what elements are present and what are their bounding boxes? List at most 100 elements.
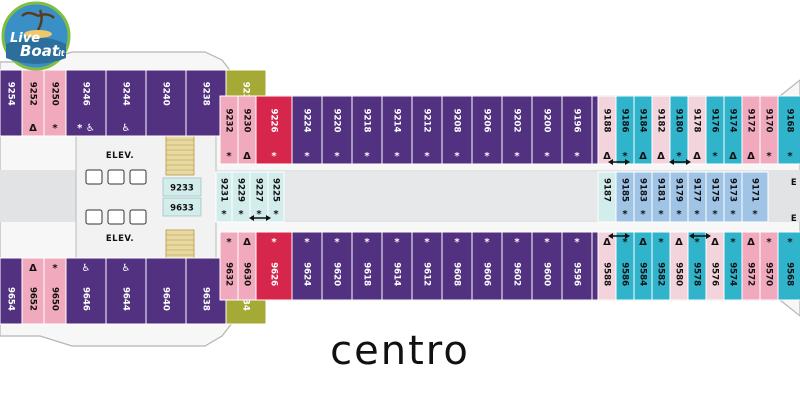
cabin-9618[interactable]: 9618* — [351, 231, 383, 301]
cabin-9208[interactable]: 9208* — [441, 95, 473, 165]
cabin-9231[interactable]: 9231* — [215, 171, 233, 223]
logo-line1: Live — [10, 31, 40, 46]
cabin-9646[interactable]: 9646♿ — [65, 257, 107, 325]
center-cabin-9233[interactable]: 9233 — [162, 177, 202, 197]
cabin-9614[interactable]: 9614* — [381, 231, 413, 301]
cabin-symbol: * — [752, 209, 758, 220]
cabin-9177[interactable]: 9177* — [687, 171, 707, 223]
cabin-symbol: * — [622, 209, 628, 220]
cabin-number: 9608 — [452, 262, 462, 286]
center-cabin-9633[interactable]: 9633 — [162, 197, 202, 217]
cabin-block — [321, 231, 353, 301]
cabin-number: 9640 — [161, 287, 171, 311]
cabin-9212[interactable]: 9212* — [411, 95, 443, 165]
cabin-9224[interactable]: 9224* — [291, 95, 323, 165]
cabin-number: 9250 — [50, 82, 60, 106]
cabin-9654[interactable]: 9654 — [0, 257, 23, 325]
cabin-9578[interactable]: 9578* — [687, 231, 707, 301]
cabin-number: 9576 — [710, 262, 720, 286]
cabin-9170[interactable]: 9170* — [759, 95, 779, 165]
cabin-9582[interactable]: 9582* — [651, 231, 671, 301]
cabin-9602[interactable]: 9602* — [501, 231, 533, 301]
cabin-9226[interactable]: 9226* — [255, 95, 293, 165]
cabin-number: 9582 — [656, 262, 666, 286]
cabin-9229[interactable]: 9229* — [231, 171, 251, 223]
cabin-symbol: * — [694, 237, 700, 248]
cabin-number: 9168 — [785, 109, 795, 133]
cabin-9596[interactable]: 9596* — [561, 231, 593, 301]
cabin-number: 9644 — [121, 287, 131, 311]
cabin-9214[interactable]: 9214* — [381, 95, 413, 165]
cabin-9244[interactable]: 9244♿ — [105, 69, 147, 137]
elevator-car — [85, 209, 103, 225]
cabin-symbol: Δ — [747, 151, 755, 162]
cabin-9179[interactable]: 9179* — [669, 171, 689, 223]
cabin-9240[interactable]: 9240 — [145, 69, 187, 137]
cabin-9638[interactable]: 9638 — [185, 257, 227, 325]
cabin-9227[interactable]: 9227* — [249, 171, 269, 223]
cabin-9246[interactable]: 9246* ♿ — [65, 69, 107, 137]
cabin-9608[interactable]: 9608* — [441, 231, 473, 301]
cabin-9624[interactable]: 9624* — [291, 231, 323, 301]
cabin-9218[interactable]: 9218* — [351, 95, 383, 165]
cabin-9254[interactable]: 9254 — [0, 69, 23, 137]
cabin-9181[interactable]: 9181* — [651, 171, 671, 223]
cabin-9640[interactable]: 9640 — [145, 257, 187, 325]
cabin-symbol: * — [364, 151, 370, 162]
cabin-9180[interactable]: 9180* — [669, 95, 689, 165]
cabin-9612[interactable]: 9612* — [411, 231, 443, 301]
cabin-9176[interactable]: 9176* — [705, 95, 725, 165]
elevator-car — [107, 169, 125, 185]
cabin-9644[interactable]: 9644♿ — [105, 257, 147, 325]
cabin-9632[interactable]: 9632* — [219, 231, 239, 301]
cabin-9650[interactable]: 9650* — [43, 257, 67, 325]
cabin-9238[interactable]: 9238 — [185, 69, 227, 137]
cabin-9232[interactable]: 9232* — [219, 95, 239, 165]
elevator-group: ELEV. — [85, 151, 147, 185]
cabin-9183[interactable]: 9183* — [633, 171, 653, 223]
cabin-9225[interactable]: 9225* — [267, 171, 285, 223]
cabin-9620[interactable]: 9620* — [321, 231, 353, 301]
cabin-symbol: * — [52, 123, 58, 134]
cabin-9206[interactable]: 9206* — [471, 95, 503, 165]
cabin-9250[interactable]: 9250 * — [43, 69, 67, 137]
cabin-9568[interactable]: 9568* — [777, 231, 800, 301]
cabin-9185[interactable]: 9185* — [615, 171, 635, 223]
cabin-9171[interactable]: 9171* — [741, 171, 769, 223]
cabin-9187[interactable]: 9187 — [597, 171, 617, 223]
cabin-9202[interactable]: 9202* — [501, 95, 533, 165]
cabin-9186[interactable]: 9186* — [615, 95, 635, 165]
connecting-arrow — [608, 159, 630, 165]
cabin-number: 9606 — [482, 262, 492, 286]
cabin-9574[interactable]: 9574* — [723, 231, 743, 301]
cabin-number: 9176 — [710, 109, 720, 133]
cabin-9570[interactable]: 9570* — [759, 231, 779, 301]
cabin-9173[interactable]: 9173* — [723, 171, 743, 223]
cabin-9200[interactable]: 9200* — [531, 95, 563, 165]
cabin-number: 9224 — [302, 109, 312, 133]
cabin-9168[interactable]: 9168* — [777, 95, 800, 165]
cabin-9196[interactable]: 9196* — [561, 95, 593, 165]
cabin-number: 9182 — [656, 109, 666, 133]
cabin-9220[interactable]: 9220* — [321, 95, 353, 165]
cabin-9626[interactable]: 9626* — [255, 231, 293, 301]
cabin-9175[interactable]: 9175* — [705, 171, 725, 223]
cabin-9586[interactable]: 9586* — [615, 231, 635, 301]
cabin-9606[interactable]: 9606* — [471, 231, 503, 301]
cabin-9600[interactable]: 9600* — [531, 231, 563, 301]
